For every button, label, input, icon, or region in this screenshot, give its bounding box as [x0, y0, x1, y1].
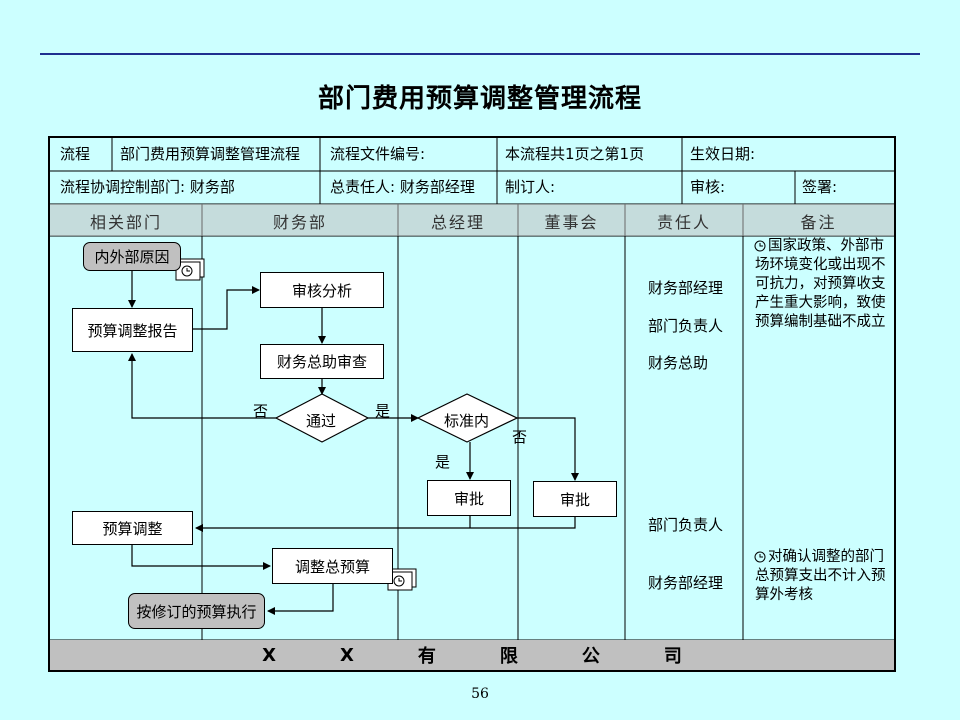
responsible-item: 财务总助 — [648, 354, 709, 372]
node-budget-adjust-report: 预算调整报告 — [72, 308, 193, 352]
lane-header-related-dept: 相关部门 — [89, 213, 162, 232]
info-effective-date: 生效日期: — [690, 145, 756, 163]
lane-header-finance: 财务部 — [272, 213, 327, 232]
arrow-standard-no — [517, 417, 579, 481]
company-footer: X X 有 限 公 司 — [50, 640, 894, 670]
process-table: 流程 部门费用预算调整管理流程 流程文件编号: 本流程共1页之第1页 生效日期:… — [48, 136, 896, 672]
info-control-dept: 流程协调控制部门: 财务部 — [60, 178, 235, 196]
label-yes: 是 — [435, 453, 451, 471]
clock-icon — [754, 240, 766, 252]
arrow-report-to-analysis — [193, 286, 260, 330]
clock-icon — [754, 551, 766, 563]
lane-header-gm: 总经理 — [430, 213, 485, 232]
standard-decision-diamond — [416, 393, 519, 443]
node-execute-revised-budget: 按修订的预算执行 — [128, 593, 265, 629]
label-yes: 是 — [375, 402, 391, 420]
info-owner: 总责任人: 财务部经理 — [330, 178, 475, 196]
node-finance-assistant-review: 财务总助审查 — [260, 344, 384, 379]
node-within-standard: 标准内 — [444, 412, 490, 430]
pass-decision-diamond — [274, 393, 370, 443]
info-signature: 签署: — [802, 178, 838, 196]
responsible-item: 部门负责人 — [648, 516, 724, 534]
remark-note: 对确认调整的部门总预算支出不计入预算外考核 — [755, 549, 886, 603]
footer-char: X — [340, 644, 354, 666]
label-no: 否 — [512, 428, 528, 446]
footer-char: 公 — [581, 646, 600, 667]
footer-char: 限 — [499, 646, 518, 667]
arrow-pass-no — [128, 353, 276, 419]
info-process-label: 流程 — [60, 145, 91, 163]
footer-char: 司 — [663, 646, 682, 667]
document-icon — [387, 568, 417, 591]
info-author: 制订人: — [505, 178, 556, 196]
info-reviewer: 审核: — [690, 178, 726, 196]
info-page-count: 本流程共1页之第1页 — [505, 145, 645, 163]
lane-header-responsible: 责任人 — [656, 213, 711, 232]
info-process-name: 部门费用预算调整管理流程 — [120, 145, 301, 163]
arrow-total-to-execute — [267, 584, 334, 615]
node-pass: 通过 — [306, 412, 337, 430]
lane-header-board: 董事会 — [544, 213, 599, 232]
page-number: 56 — [471, 686, 489, 702]
footer-char: X — [262, 644, 276, 666]
footer-char: 有 — [417, 646, 436, 667]
remark-note: 国家政策、外部市场环境变化或出现不可抗力，对预算收支产生重大影响，致使预算编制基… — [755, 238, 886, 330]
node-adjust-total-budget: 调整总预算 — [272, 548, 393, 584]
document-icon — [175, 258, 205, 281]
node-audit-analysis: 审核分析 — [260, 272, 384, 308]
node-budget-adjust: 预算调整 — [72, 511, 193, 545]
lane-header-remarks: 备注 — [800, 213, 837, 232]
label-no: 否 — [253, 402, 269, 420]
node-internal-external-cause: 内外部原因 — [83, 242, 181, 271]
node-approve-board: 审批 — [533, 481, 617, 517]
page-title: 部门费用预算调整管理流程 — [317, 84, 642, 114]
responsible-item: 部门负责人 — [648, 317, 724, 335]
node-approve-gm: 审批 — [427, 480, 511, 516]
responsible-item: 财务部经理 — [648, 574, 724, 592]
responsible-item: 财务部经理 — [648, 279, 724, 297]
arrow-approve-to-adjust — [195, 517, 576, 532]
info-file-number: 流程文件编号: — [330, 145, 426, 163]
arrow-adjust-to-total — [131, 545, 271, 570]
top-rule — [40, 53, 920, 55]
